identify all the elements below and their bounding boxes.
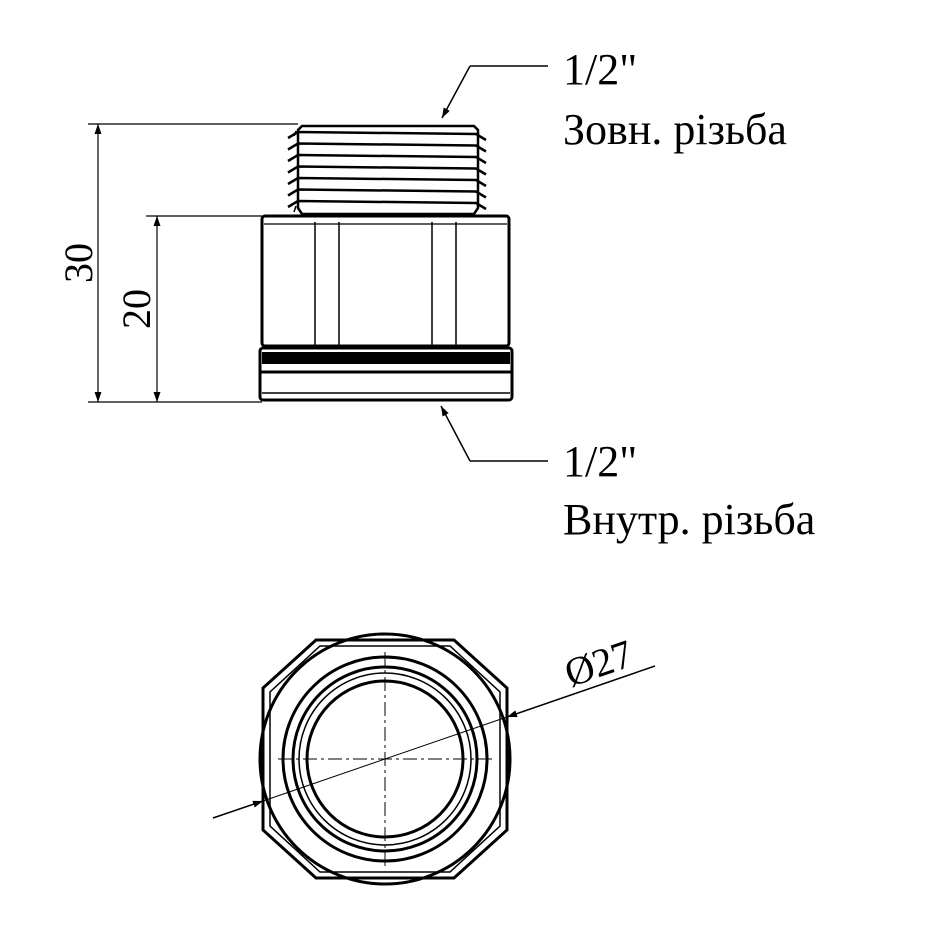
thread-crest: [287, 176, 487, 188]
thread-crest: [287, 165, 487, 176]
dim-diameter-label: Ø27: [559, 631, 639, 696]
dim-20-label: 20: [114, 289, 159, 329]
thread-crest: [287, 199, 487, 211]
collar: [258, 346, 514, 402]
hex-body: [260, 214, 511, 348]
thread-crest: [287, 130, 487, 142]
callout-internal-thread: 1/2" Внутр. різьба: [440, 405, 815, 544]
top-view: Ø27: [212, 631, 656, 886]
thread-crest: [287, 188, 487, 199]
callout-top-desc: Зовн. різьба: [563, 105, 787, 154]
dimension-diameter: Ø27: [212, 631, 656, 819]
dimension-20: 20: [114, 215, 262, 402]
callout-bottom-size: 1/2": [563, 437, 637, 486]
dim-30-label: 30: [56, 243, 101, 283]
thread-crest: [287, 142, 487, 153]
callout-bottom-desc: Внутр. різьба: [563, 495, 815, 544]
side-view: 30 20 1/2" Зовн. різьба 1/2" Внутр. різь…: [56, 45, 815, 544]
callout-external-thread: 1/2" Зовн. різьба: [441, 45, 787, 154]
external-thread: [287, 124, 487, 216]
callout-top-size: 1/2": [563, 45, 637, 94]
dimension-30: 30: [56, 123, 298, 403]
thread-crest: [287, 153, 487, 165]
